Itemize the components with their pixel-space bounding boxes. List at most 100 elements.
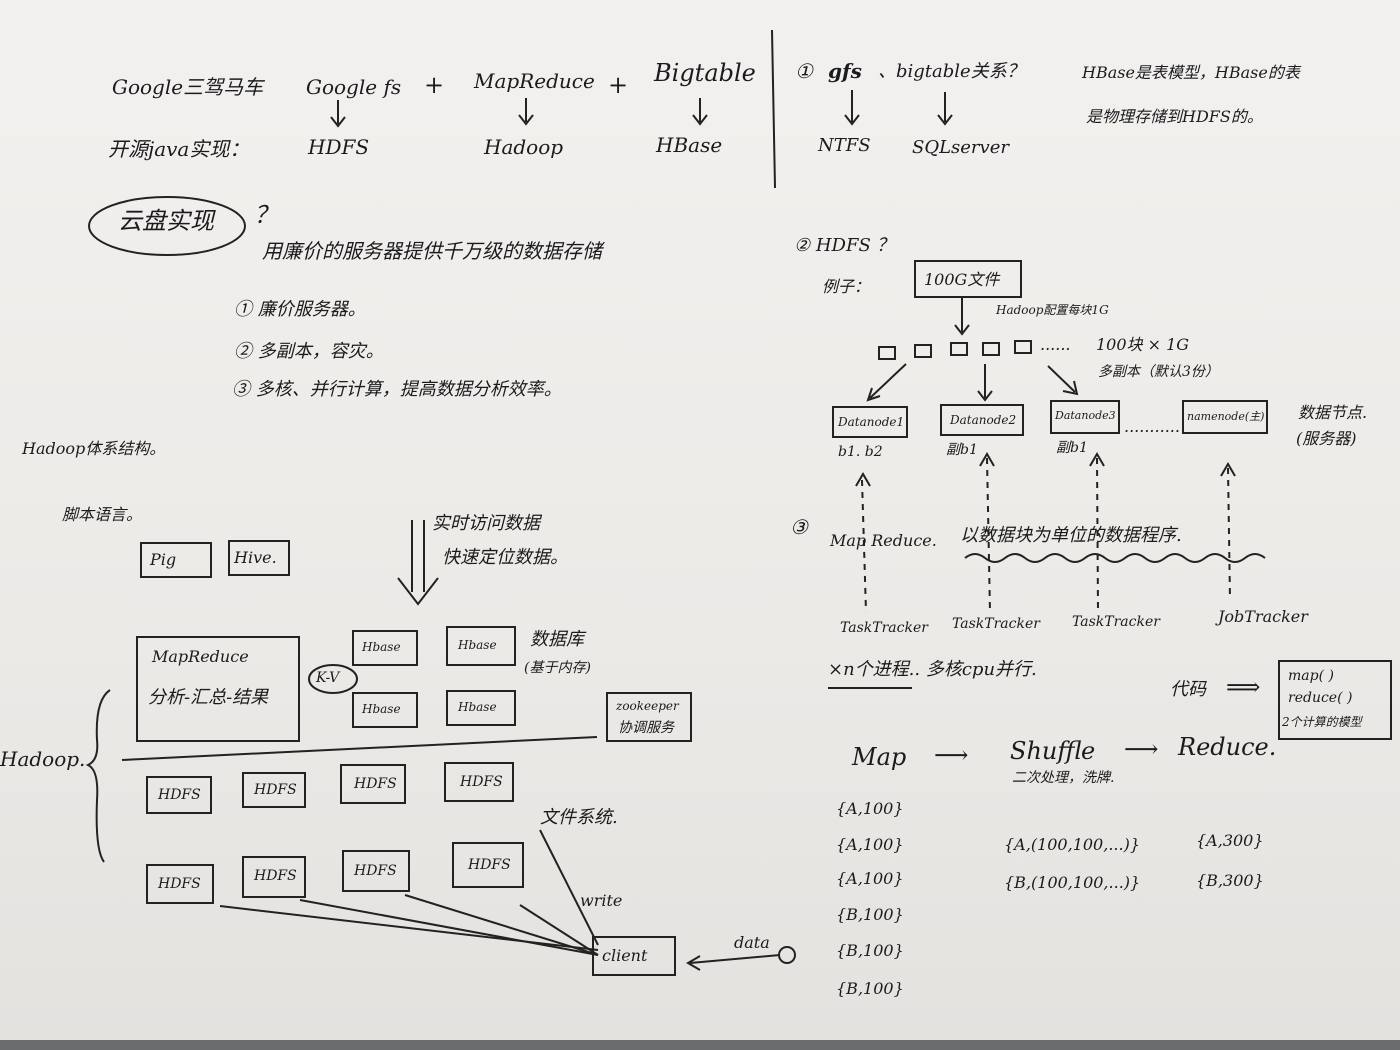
write-arrow-5 xyxy=(539,829,599,946)
hdfs-section-title: ② HDFS ？ xyxy=(794,235,895,256)
zookeeper-label: zookeeper xyxy=(616,699,679,713)
mapreduce-box-title: MapReduce xyxy=(152,647,249,666)
map-output-row: {B,100} xyxy=(836,905,904,924)
flow-map: Map xyxy=(852,743,907,771)
hbase-note-line1: HBase是表模型，HBase的表 xyxy=(1082,63,1300,82)
zookeeper-desc: 协调服务 xyxy=(618,720,674,736)
hdfs-box-label: HDFS xyxy=(354,863,397,879)
mapreduce-label: MapReduce xyxy=(474,69,595,93)
map-output-row: {A,100} xyxy=(836,799,904,818)
sqlserver-label: SQLserver xyxy=(912,137,1009,158)
arrow-node2 xyxy=(977,364,993,402)
mapreduce-box: MapReduce 分析-汇总-结果 xyxy=(136,636,300,742)
data-label: data xyxy=(734,933,770,952)
mapreduce-desc: 以数据块为单位的数据程序. xyxy=(960,525,1182,546)
hadoop-brace xyxy=(85,689,111,863)
script-language-label: 脚本语言。 xyxy=(62,505,143,524)
hdfs-label: HDFS xyxy=(308,135,370,159)
data-arrow xyxy=(686,954,781,971)
datanode-label: Datanode2 xyxy=(950,413,1017,427)
datanode-2: Datanode2 xyxy=(940,404,1024,436)
hbase-box-label: Hbase xyxy=(458,700,497,714)
cloud-circle xyxy=(88,196,246,256)
database-label: 数据库 xyxy=(530,629,584,650)
cloud-goal: 用廉价的服务器提供千万级的数据存储 xyxy=(262,239,602,263)
data-source-dot xyxy=(778,946,796,964)
dash-2 xyxy=(986,457,991,613)
hdfs-box-1: HDFS xyxy=(146,776,212,814)
hive-label: Hive. xyxy=(234,548,277,567)
hbase-note-line2: 是物理存储到HDFS的。 xyxy=(1086,107,1263,126)
datanode-label: Datanode3 xyxy=(1055,409,1116,422)
dash-arrowheads xyxy=(855,452,1236,487)
cloud-point-1: ① 廉价服务器。 xyxy=(234,299,366,320)
arrow-sql xyxy=(937,92,953,126)
map-output-row: {A,100} xyxy=(836,835,904,854)
example-label: 例子： xyxy=(822,277,871,296)
opensource-java: 开源java实现： xyxy=(108,137,250,161)
write-arrow-2 xyxy=(299,899,599,956)
realtime-line1: 实时访问数据 xyxy=(432,513,540,534)
mapreduce-title: Map Reduce. xyxy=(830,531,937,550)
map-output-row: {B,100} xyxy=(836,979,904,998)
mapreduce-box-desc: 分析-汇总-结果 xyxy=(148,687,269,708)
google-troika: Google三驾马车 xyxy=(112,75,264,99)
pig-label: Pig xyxy=(150,550,177,569)
datanode-1: Datanode1 xyxy=(832,406,908,438)
hdfs-box-3: HDFS xyxy=(340,764,406,804)
google-fs: Google fs xyxy=(306,75,402,99)
hdfs-box-label: HDFS xyxy=(158,876,201,892)
datanode-3: Datanode3 xyxy=(1050,400,1120,434)
tasktracker-1: TaskTracker xyxy=(840,620,928,636)
hadoop-label: Hadoop xyxy=(484,135,564,159)
map-output-row: {B,100} xyxy=(836,941,904,960)
hdfs-box-label: HDFS xyxy=(460,774,503,790)
server-note: (服务器) xyxy=(1296,429,1357,448)
write-arrow-3 xyxy=(404,894,599,956)
tasktracker-2: TaskTracker xyxy=(952,616,1040,632)
pig-box: Pig xyxy=(140,542,212,578)
dash-3 xyxy=(1096,457,1099,613)
data-node-note: 数据节点. xyxy=(1298,403,1368,422)
hbase-box-label: Hbase xyxy=(362,640,401,654)
jobtracker: JobTracker xyxy=(1218,607,1308,626)
arrow-bt xyxy=(692,98,708,126)
ntfs-label: NTFS xyxy=(818,135,871,156)
arch-title: Hadoop体系结构。 xyxy=(22,439,166,458)
hdfs-box-4: HDFS xyxy=(444,762,514,802)
code-map: map( ) xyxy=(1288,668,1334,684)
filesystem-label: 文件系统. xyxy=(540,807,618,828)
write-arrow-1 xyxy=(219,905,599,951)
wavy-underline xyxy=(964,553,1266,563)
shuffle-output-b: {B,(100,100,...)} xyxy=(1004,873,1141,892)
hbase-box-2: Hbase xyxy=(446,626,516,666)
hdfs-box-5: HDFS xyxy=(146,864,214,904)
map-output-row: {A,100} xyxy=(836,869,904,888)
hdfs-box-label: HDFS xyxy=(354,776,397,792)
flow-shuffle-note: 二次处理，洗牌. xyxy=(1012,770,1115,786)
block-cell xyxy=(914,344,932,358)
block-dots: ...... xyxy=(1040,335,1071,354)
cloud-point-2: ② 多副本，容灾。 xyxy=(234,341,384,362)
cloud-disk-title: 云盘实现 xyxy=(118,207,214,235)
tasktracker-3: TaskTracker xyxy=(1072,614,1160,630)
bigtable-question: 、bigtable关系？ xyxy=(878,61,1025,82)
plus-sign-1: + xyxy=(424,71,445,99)
block-config: Hadoop配置每块1G xyxy=(996,303,1109,317)
hbase-label: HBase xyxy=(656,133,723,157)
arrow-ntfs xyxy=(844,90,860,126)
hbase-box-label: Hbase xyxy=(362,702,401,716)
code-arrow: ⟹ xyxy=(1226,673,1261,701)
write-label: write xyxy=(580,891,623,910)
plus-sign-2: + xyxy=(608,71,629,99)
hdfs-box-label: HDFS xyxy=(254,782,297,798)
arrow-gfs xyxy=(330,100,346,128)
code-model-note: 2个计算的模型 xyxy=(1282,715,1362,729)
block-cell xyxy=(1014,340,1032,354)
flow-reduce: Reduce. xyxy=(1178,733,1277,761)
file-label: 100G文件 xyxy=(924,270,1000,289)
point-three: ③ xyxy=(790,515,808,539)
arrow-node3 xyxy=(1047,365,1079,396)
block-cell xyxy=(950,342,968,356)
